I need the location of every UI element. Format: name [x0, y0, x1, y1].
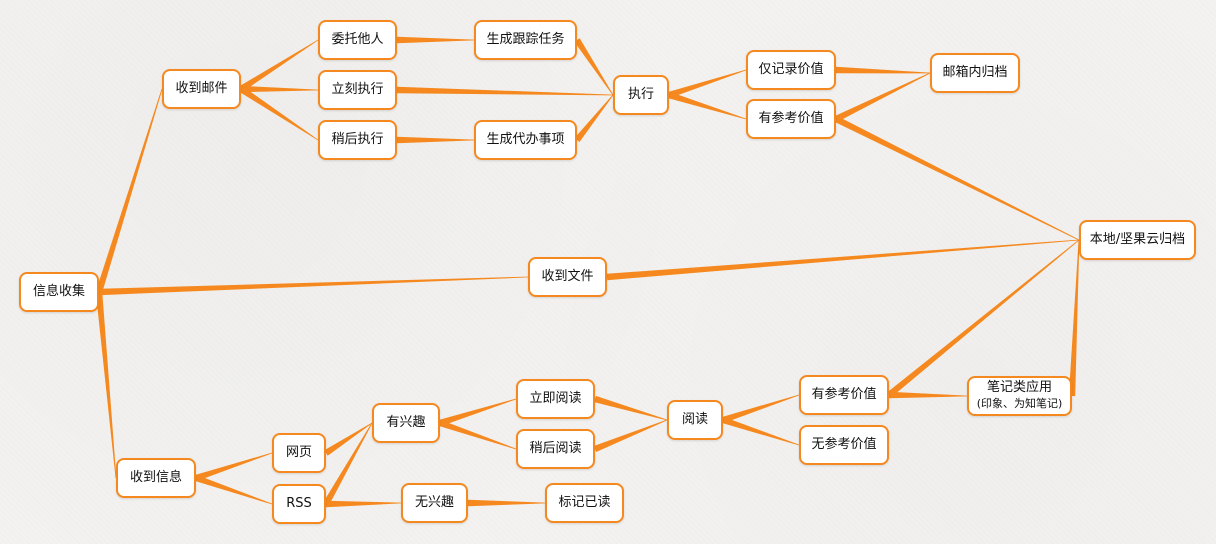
node-read-later[interactable]: 稍后阅读: [516, 429, 595, 469]
connector-refval1-mailarchive: [834, 72, 931, 122]
node-received-email[interactable]: 收到邮件: [162, 69, 241, 109]
node-label: 标记已读: [558, 494, 611, 510]
node-record-only[interactable]: 仅记录价值: [746, 50, 836, 90]
connector-rss-nointerest: [326, 500, 401, 508]
node-label: 生成代办事项: [486, 131, 565, 147]
node-label: 有参考价值: [758, 110, 824, 126]
node-note-app[interactable]: 笔记类应用 (印象、为知笔记): [967, 376, 1072, 416]
node-label: 笔记类应用: [986, 380, 1052, 396]
node-label: 网页: [285, 444, 312, 460]
connector-email-later: [239, 86, 319, 141]
connector-group: [95, 36, 1080, 508]
node-label: 信息收集: [32, 283, 85, 299]
connector-interest-readnow: [439, 398, 517, 427]
node-label: RSS: [286, 495, 312, 511]
node-label: 稍后执行: [331, 131, 384, 147]
node-info-collection[interactable]: 信息收集: [19, 272, 99, 312]
connector-readnow-read: [594, 395, 668, 421]
connector-email-now: [241, 85, 318, 93]
connector-root-email: [95, 88, 163, 293]
connector-todo-exec: [574, 94, 614, 142]
node-label: 仅记录价值: [758, 61, 824, 77]
connector-refval2-noteapp: [889, 391, 967, 399]
node-todo-item[interactable]: 生成代办事项: [474, 120, 577, 160]
node-label: 收到信息: [129, 469, 182, 485]
node-tracking-task[interactable]: 生成跟踪任务: [474, 20, 577, 60]
node-label: 执行: [627, 86, 654, 102]
connector-now-exec: [396, 86, 613, 96]
node-label: 立刻执行: [331, 81, 384, 97]
connector-interest-readlater: [439, 420, 517, 450]
connector-info-web: [195, 452, 273, 481]
connector-read-norefval: [722, 417, 800, 446]
node-mailbox-archive[interactable]: 邮箱内归档: [930, 53, 1020, 93]
node-label: 稍后阅读: [529, 440, 582, 456]
connector-exec-refval1: [668, 91, 747, 120]
connector-readlater-read: [593, 419, 668, 452]
connector-nointerest-markread: [468, 499, 545, 507]
node-label: 收到邮件: [175, 80, 228, 96]
connector-noteapp-localarchive: [1068, 240, 1080, 397]
node-received-file[interactable]: 收到文件: [528, 257, 607, 297]
node-rss[interactable]: RSS: [272, 484, 326, 524]
connector-delegate-track: [397, 36, 474, 44]
connector-exec-recordonly: [668, 69, 747, 98]
node-label: 委托他人: [331, 31, 384, 47]
node-sublabel: (印象、为知笔记): [976, 397, 1063, 411]
connector-root-info: [95, 291, 117, 478]
connector-later-todo: [397, 136, 474, 144]
connector-web-interest: [324, 422, 373, 456]
connector-track-exec: [574, 38, 614, 96]
node-not-interested[interactable]: 无兴趣: [401, 483, 468, 523]
node-read-now[interactable]: 立即阅读: [516, 379, 595, 419]
connector-recordonly-mailarchive: [835, 66, 930, 74]
connector-info-rss: [195, 475, 273, 505]
node-no-reference-value[interactable]: 无参考价值: [799, 425, 889, 465]
connector-refval1-localarchive: [834, 116, 1080, 241]
node-label: 阅读: [681, 411, 708, 427]
node-label: 有参考价值: [811, 386, 877, 402]
node-local-archive[interactable]: 本地/坚果云归档: [1079, 220, 1196, 260]
connector-rss-interest: [323, 422, 373, 506]
node-interested[interactable]: 有兴趣: [372, 403, 440, 443]
node-label: 无兴趣: [414, 494, 454, 510]
connector-refval2-localarchive: [887, 239, 1080, 398]
node-label: 有兴趣: [386, 414, 426, 430]
connector-file-localarchive: [606, 239, 1079, 281]
node-webpage[interactable]: 网页: [272, 433, 326, 473]
node-delegate[interactable]: 委托他人: [318, 20, 397, 60]
node-mark-read[interactable]: 标记已读: [545, 483, 624, 523]
node-read[interactable]: 阅读: [667, 400, 723, 440]
node-label: 本地/坚果云归档: [1089, 231, 1186, 247]
node-label: 生成跟踪任务: [486, 31, 565, 47]
node-received-info[interactable]: 收到信息: [116, 458, 196, 498]
node-execute-now[interactable]: 立刻执行: [318, 70, 397, 110]
connector-read-refval2: [722, 394, 800, 423]
node-label: 无参考价值: [811, 436, 877, 452]
node-execute-later[interactable]: 稍后执行: [318, 120, 397, 160]
connector-root-file: [98, 276, 529, 296]
node-label: 收到文件: [541, 268, 594, 284]
node-execute[interactable]: 执行: [613, 75, 669, 115]
node-reference-value-info[interactable]: 有参考价值: [799, 375, 889, 415]
node-label: 邮箱内归档: [942, 64, 1008, 80]
connector-email-delegate: [239, 39, 319, 92]
node-reference-value-email[interactable]: 有参考价值: [746, 99, 836, 139]
node-label: 立即阅读: [529, 390, 582, 406]
